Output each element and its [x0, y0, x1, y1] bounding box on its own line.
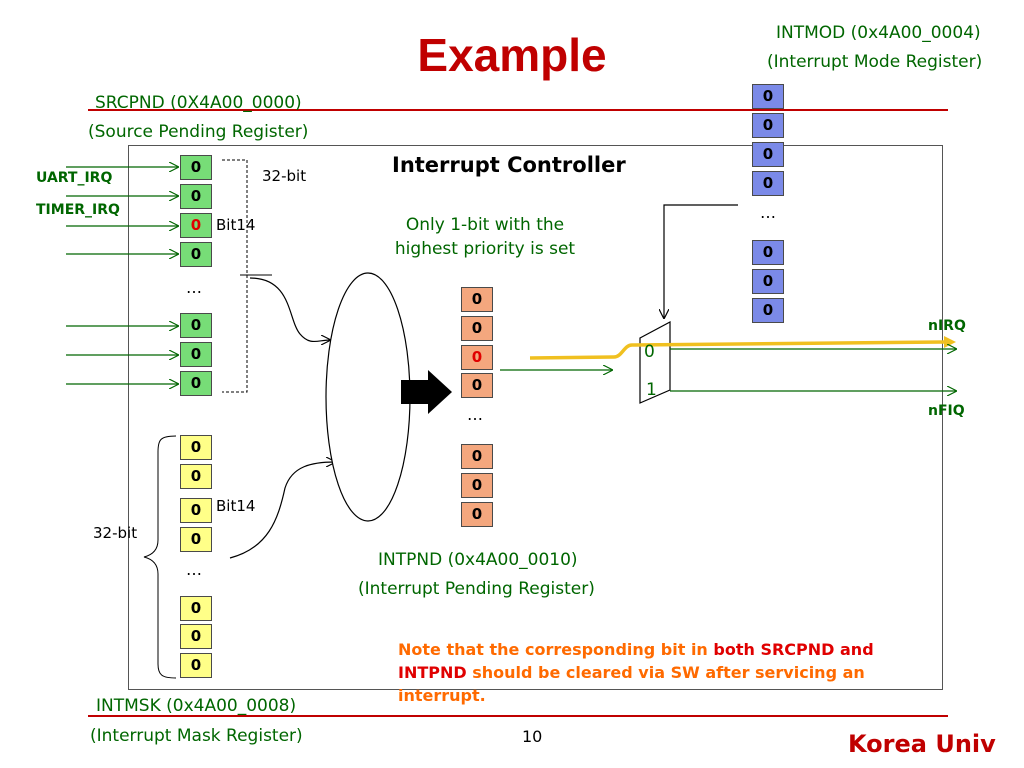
interrupt-controller-box — [128, 145, 943, 690]
intpnd-cell-bit14: 0 — [461, 345, 493, 370]
intmsk-cell: 0 — [180, 498, 212, 523]
intpnd-cell: 0 — [461, 502, 493, 527]
intmod-select-line — [664, 204, 738, 318]
mux-input-1: 1 — [646, 380, 657, 400]
intmsk-cell: 0 — [180, 596, 212, 621]
intpnd-cell: 0 — [461, 287, 493, 312]
intmod-ellipsis: … — [760, 203, 776, 222]
intmsk-32bit-label: 32-bit — [93, 524, 138, 542]
srcpnd-32bit-bracket — [222, 159, 248, 393]
srcpnd-name: SRCPND (0X4A00_0000) — [95, 93, 302, 113]
top-rule — [88, 109, 948, 111]
intmod-cell: 0 — [752, 269, 784, 294]
note-text-emphasis: both SRCPND and INTPND — [398, 640, 874, 682]
intpnd-name: INTPND (0x4A00_0010) — [378, 550, 578, 570]
srcpnd-bit14-value: 0 — [190, 216, 202, 234]
intmsk-brace — [143, 435, 177, 679]
intmsk-name: INTMSK (0x4A00_0008) — [96, 696, 297, 716]
intmod-cell: 0 — [752, 142, 784, 167]
srcpnd-32bit-label: 32-bit — [262, 167, 307, 185]
intmsk-cell: 0 — [180, 653, 212, 678]
srcpnd-desc: (Source Pending Register) — [88, 122, 309, 142]
intmsk-to-logic-curve — [229, 462, 335, 559]
srcpnd-ellipsis: … — [186, 278, 202, 297]
srcpnd-cell: 0 — [180, 371, 212, 396]
intmod-desc: (Interrupt Mode Register) — [767, 52, 983, 72]
intmsk-cell: 0 — [180, 624, 212, 649]
srcpnd-cell: 0 — [180, 313, 212, 338]
highlighted-path-arrowhead — [944, 336, 956, 348]
intmsk-cell: 0 — [180, 435, 212, 460]
intmsk-bit14-label: Bit14 — [216, 497, 256, 515]
intmod-cell: 0 — [752, 240, 784, 265]
page-number: 10 — [522, 727, 543, 746]
mux-input-0: 0 — [644, 342, 655, 362]
intpnd-bit14-value: 0 — [471, 348, 483, 366]
intmsk-desc: (Interrupt Mask Register) — [90, 726, 303, 746]
footer-brand: Korea Univ — [848, 730, 996, 758]
controller-title: Interrupt Controller — [392, 153, 626, 177]
priority-note-line2: highest priority is set — [394, 239, 576, 259]
output-mux — [639, 321, 671, 404]
intmsk-cell: 0 — [180, 527, 212, 552]
intpnd-desc: (Interrupt Pending Register) — [358, 579, 595, 599]
intmsk-ellipsis: … — [186, 560, 202, 579]
intmod-cell: 0 — [752, 298, 784, 323]
note-text-2: should be cleared via SW after servicing… — [398, 663, 865, 705]
srcpnd-bit14-label: Bit14 — [216, 216, 256, 234]
uart-irq-label: UART_IRQ — [36, 170, 113, 186]
timer-irq-label: TIMER_IRQ — [36, 202, 120, 218]
priority-output-arrow — [401, 370, 452, 414]
intmsk-cell: 0 — [180, 464, 212, 489]
srcpnd-cell: 0 — [180, 342, 212, 367]
intmod-cell: 0 — [752, 84, 784, 109]
nirq-label: nIRQ — [928, 318, 966, 334]
srcpnd-cell: 0 — [180, 184, 212, 209]
priority-logic-ellipse — [325, 272, 411, 522]
intpnd-ellipsis: … — [467, 405, 483, 424]
note-text-1: Note that the corresponding bit in — [398, 640, 714, 659]
intmod-name: INTMOD (0x4A00_0004) — [776, 23, 981, 43]
srcpnd-to-logic-curve — [249, 277, 330, 342]
srcpnd-input-arrows — [66, 167, 178, 384]
srcpnd-cell: 0 — [180, 155, 212, 180]
priority-note: Only 1-bit with the highest priority is … — [380, 213, 590, 261]
intmod-cell: 0 — [752, 171, 784, 196]
srcpnd-cell-bit14: 0 — [180, 213, 212, 238]
page-title: Example — [417, 29, 607, 81]
highlighted-irq-path — [529, 340, 945, 360]
priority-note-line1: Only 1-bit with the — [405, 215, 565, 235]
intpnd-cell: 0 — [461, 373, 493, 398]
srcpnd-cell: 0 — [180, 242, 212, 267]
intpnd-cell: 0 — [461, 316, 493, 341]
intpnd-cell: 0 — [461, 444, 493, 469]
nfiq-label: nFIQ — [928, 403, 965, 419]
clear-bits-note: Note that the corresponding bit in both … — [398, 638, 938, 707]
bottom-rule — [88, 715, 948, 717]
intmod-cell: 0 — [752, 113, 784, 138]
intpnd-cell: 0 — [461, 473, 493, 498]
